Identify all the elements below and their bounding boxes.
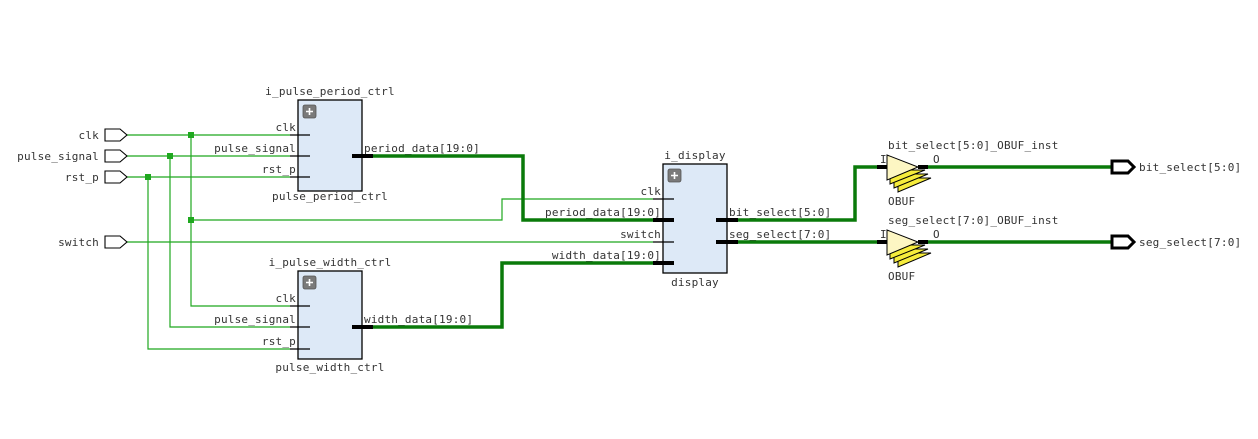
output-port-label: seg_select[7:0] xyxy=(1139,236,1241,249)
pin-label: seg_select[7:0] xyxy=(729,228,831,241)
output-port-icon xyxy=(1110,234,1137,250)
net-junction xyxy=(145,174,151,180)
obuf-bit-select[interactable]: bit_select[5:0]_OBUF_inst I O OBUF xyxy=(877,139,1059,208)
input-port-icon xyxy=(104,170,128,184)
net-width-data[interactable] xyxy=(373,261,653,329)
input-port-rst-p[interactable]: rst_p xyxy=(65,170,128,184)
pin-label: period_data[19:0] xyxy=(545,206,661,219)
pin-label: switch xyxy=(620,228,661,241)
output-port-label: bit_select[5:0] xyxy=(1139,161,1241,174)
cell-pulse-width-ctrl[interactable]: i_pulse_width_ctrl clk pulse_signal rst_… xyxy=(214,256,473,374)
plus-icon[interactable] xyxy=(302,104,317,119)
buffer-icon xyxy=(886,154,932,193)
net-junction xyxy=(188,132,194,138)
pin-label: O xyxy=(933,228,940,241)
output-port-icon xyxy=(1110,159,1137,175)
plus-icon[interactable] xyxy=(302,275,317,290)
buffer-instance-name: bit_select[5:0]_OBUF_inst xyxy=(888,139,1059,152)
net-junction xyxy=(188,217,194,223)
input-port-label: rst_p xyxy=(65,171,99,184)
input-port-clk[interactable]: clk xyxy=(79,128,128,142)
pin-label: bit_select[5:0] xyxy=(729,206,831,219)
cell-instance-name: i_pulse_width_ctrl xyxy=(269,256,392,269)
input-port-icon xyxy=(104,235,128,249)
obuf-seg-select[interactable]: seg_select[7:0]_OBUF_inst I O OBUF xyxy=(877,214,1059,283)
pin-label: clk xyxy=(276,121,297,134)
net-clk[interactable] xyxy=(127,132,653,307)
output-port-seg-select[interactable]: seg_select[7:0] xyxy=(1110,234,1241,250)
input-port-switch[interactable]: switch xyxy=(58,235,128,249)
plus-icon[interactable] xyxy=(667,168,682,183)
buffer-type-name: OBUF xyxy=(888,270,915,283)
cell-instance-name: i_display xyxy=(664,149,726,162)
net-bit-select[interactable] xyxy=(738,165,1112,222)
pin-label: rst_p xyxy=(262,163,296,176)
pin-label: pulse_signal xyxy=(214,142,296,155)
pin-label: O xyxy=(933,153,940,166)
pin-label: width_data[19:0] xyxy=(364,313,473,326)
pin-label: pulse_signal xyxy=(214,313,296,326)
buffer-type-name: OBUF xyxy=(888,195,915,208)
net-rst-p[interactable] xyxy=(127,174,290,350)
cell-display[interactable]: i_display clk period_data[19:0] switch w… xyxy=(545,149,831,289)
pin-label: width_data[19:0] xyxy=(552,249,661,262)
buffer-icon xyxy=(886,229,932,268)
cell-instance-name: i_pulse_period_ctrl xyxy=(265,85,395,98)
input-port-label: clk xyxy=(79,129,100,142)
pin-label: clk xyxy=(641,185,662,198)
output-port-bit-select[interactable]: bit_select[5:0] xyxy=(1110,159,1241,175)
input-port-pulse-signal[interactable]: pulse_signal xyxy=(17,149,128,163)
pin-label: I xyxy=(880,228,887,241)
input-port-icon xyxy=(104,128,128,142)
buffer-instance-name: seg_select[7:0]_OBUF_inst xyxy=(888,214,1059,227)
cell-pulse-period-ctrl[interactable]: i_pulse_period_ctrl clk pulse_signal rst… xyxy=(214,85,480,203)
pin-label: rst_p xyxy=(262,335,296,348)
pin-label: clk xyxy=(276,292,297,305)
cell-type-name: pulse_width_ctrl xyxy=(275,361,384,374)
cell-type-name: display xyxy=(671,276,719,289)
input-port-icon xyxy=(104,149,128,163)
input-port-label: pulse_signal xyxy=(17,150,99,163)
net-period-data[interactable] xyxy=(373,154,653,222)
pin-label: period_data[19:0] xyxy=(364,142,480,155)
input-port-label: switch xyxy=(58,236,99,249)
cell-type-name: pulse_period_ctrl xyxy=(272,190,388,203)
net-junction xyxy=(167,153,173,159)
pin-label: I xyxy=(880,153,887,166)
net-pulse-signal[interactable] xyxy=(127,153,290,328)
